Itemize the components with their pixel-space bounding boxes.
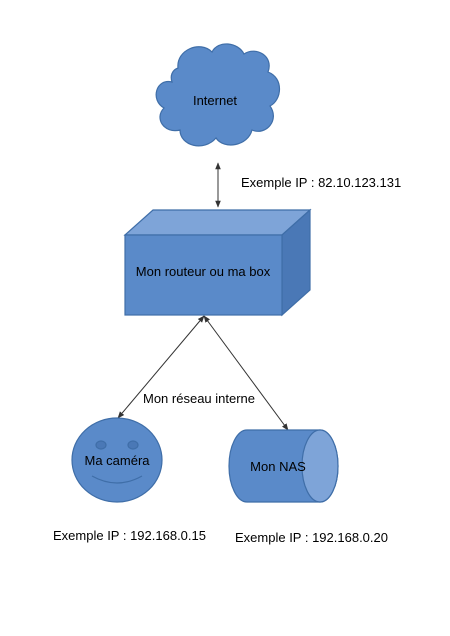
router-box-front xyxy=(124,234,283,316)
camera-label: Ma caméra xyxy=(84,453,150,468)
router-box-top xyxy=(123,209,312,236)
camera-ip-label: Exemple IP : 192.168.0.15 xyxy=(53,528,206,543)
internet-label: Internet xyxy=(193,93,237,108)
nas-ip-label: Exemple IP : 192.168.0.20 xyxy=(235,530,388,545)
camera-node: Ma caméra xyxy=(71,417,163,503)
nas-label: Mon NAS xyxy=(250,459,306,474)
internet-node: Internet xyxy=(155,43,281,147)
edge-router-camera xyxy=(117,315,205,419)
smiley-left-eye xyxy=(95,440,107,450)
smiley-face-icon xyxy=(71,417,163,503)
router-label: Mon routeur ou ma box xyxy=(136,264,271,279)
internet-ip-label: Exemple IP : 82.10.123.131 xyxy=(241,175,401,190)
edge-router-nas xyxy=(203,315,289,431)
nas-node: Mon NAS xyxy=(228,429,339,503)
smiley-mouth xyxy=(91,475,143,484)
cylinder-cap xyxy=(301,429,339,503)
cloud-icon xyxy=(155,43,281,147)
smiley-right-eye xyxy=(127,440,139,450)
router-node: Mon routeur ou ma box xyxy=(123,208,312,317)
network-label: Mon réseau interne xyxy=(143,391,255,406)
